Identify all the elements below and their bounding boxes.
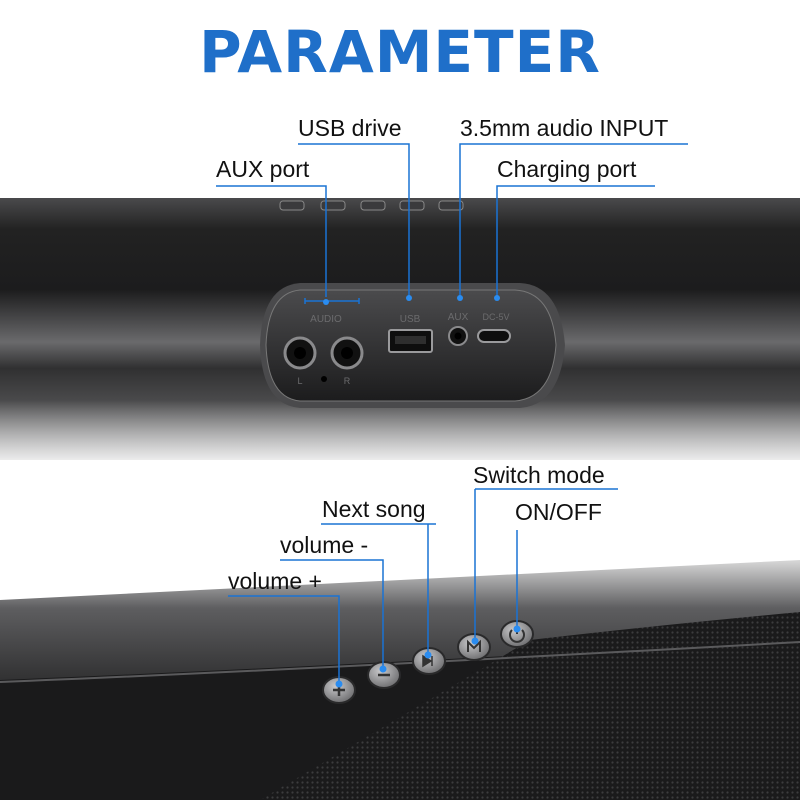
usb-drive-label: USB drive: [298, 115, 402, 141]
control-buttons: [322, 620, 534, 704]
on-off-label: ON/OFF: [515, 499, 602, 525]
panel-usb-text: USB: [400, 314, 421, 325]
audio-input-label: 3.5mm audio INPUT: [460, 115, 669, 141]
top-button-row: [279, 200, 464, 211]
panel-r-text: R: [344, 376, 351, 386]
callout-dots: [323, 295, 521, 688]
panel-l-text: L: [297, 376, 302, 386]
panel-dc-text: DC-5V: [482, 312, 509, 322]
port-panel: AUDIO USB AUX DC-5V L R: [260, 283, 565, 408]
aux-port-label: AUX port: [216, 156, 310, 182]
soundbar-bottom: [0, 560, 800, 800]
soundbar-top: AUDIO USB AUX DC-5V L R: [0, 198, 800, 470]
panel-aux-text: AUX: [448, 312, 469, 323]
panel-audio-text: AUDIO: [310, 314, 342, 325]
volume-minus-label: volume -: [280, 532, 369, 558]
next-icon: [422, 654, 433, 668]
mode-icon: [467, 639, 481, 652]
charging-port: [477, 329, 511, 343]
callout-lines: [216, 143, 688, 683]
volume-plus-label: volume +: [228, 568, 322, 594]
speaker-grille: [260, 612, 800, 800]
next-song-label: Next song: [322, 496, 426, 522]
page-title: PARAMETER: [199, 18, 601, 86]
charging-port-label: Charging port: [497, 156, 637, 182]
switch-mode-label: Switch mode: [473, 462, 605, 488]
